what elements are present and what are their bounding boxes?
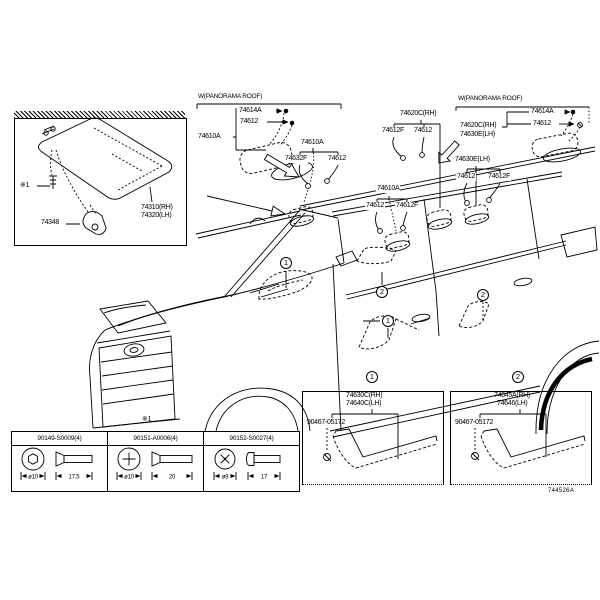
visor-detail-panel (14, 118, 187, 246)
detail-box2-part-rh: 74645A(RH) (494, 392, 530, 399)
grip-group3-parent: 74630E(LH) (454, 156, 491, 164)
grip-group2-parent: 74620C(RH) (399, 110, 438, 118)
detail-box2-number: 2 (512, 371, 524, 383)
detail-box2-part-lh: 74646(LH) (497, 400, 528, 407)
svg-text:17.5: 17.5 (68, 475, 80, 481)
callout-2-rear-armrest-near: 2 (477, 289, 489, 301)
callout-2-rear-armrest: 2 (376, 286, 388, 298)
callout-1-front-armrest: 1 (280, 257, 292, 269)
part-label-74614a-front: 74614A (239, 107, 262, 114)
panorama-front-title: W(PANORAMA ROOF) (198, 93, 263, 100)
detail-box1-number: 1 (366, 371, 378, 383)
fastener-table-marker: ※1 (142, 416, 152, 423)
figure-code: 744526A (548, 488, 575, 494)
fastener-part-header-1: 90149-S0009(4) (11, 431, 108, 446)
detail-box2-art (471, 409, 586, 469)
fastener-cell-1: ø10 17.5 (11, 445, 108, 492)
detail-box-1 (302, 391, 444, 485)
grip-group1-parent: 74610A (300, 139, 325, 147)
svg-text:ø10: ø10 (28, 475, 39, 481)
part-label-74620c-rh: 74620C(RH) (460, 122, 497, 129)
armrest-hidden-parts-art (258, 246, 490, 350)
hex-socket-screw-icon: ø10 17.5 (20, 447, 92, 481)
grip-group4-child-right: 74612F (395, 202, 419, 210)
visor-screw-marker: ※1 (20, 182, 30, 189)
part-label-74612-rear: 74612 (533, 120, 551, 127)
svg-text:ø10: ø10 (124, 475, 135, 481)
detail-box-2 (450, 391, 592, 485)
panorama-rear-title: W(PANORAMA ROOF) (458, 95, 523, 102)
detail-box1-part-rh: 74630C(RH) (346, 392, 383, 399)
detail-box2-clip: 90467-05172 (455, 419, 493, 426)
panorama-front-art (196, 103, 460, 217)
grip-group4-parent: 74610A (376, 185, 401, 193)
part-label-74614a-rear: 74614A (531, 108, 554, 115)
grip-group1-child-left: 74632F (284, 155, 308, 163)
cross-recess-screw-icon: ø9 17 (213, 448, 280, 481)
fastener-table: 90149-S0009(4) 90151-A0006(4) 90152-S002… (11, 431, 300, 492)
fastener-cell-2: ø10 20 (107, 445, 204, 492)
fastener-cell-3: ø9 17 (203, 445, 300, 492)
svg-text:ø9: ø9 (221, 475, 228, 481)
grip-group2-child-right: 74612 (413, 127, 433, 135)
grip-group1-child-right: 74612 (327, 155, 347, 163)
part-label-74348: 74348 (41, 219, 59, 226)
svg-text:17: 17 (260, 475, 267, 481)
grip-group2-child-left: 74612F (381, 127, 405, 135)
detail-box1-art (323, 409, 438, 469)
part-label-74612-front: 74612 (240, 118, 258, 125)
grip-group3-child-left: 74612 (456, 173, 476, 181)
detail-box1-part-lh: 74640C(LH) (346, 400, 382, 407)
assist-grips-art (288, 204, 490, 252)
grip-group4-child-left: 74612 (365, 202, 385, 210)
callout-1-front-armrest-near: 1 (382, 315, 394, 327)
panorama-rear-art (455, 106, 590, 163)
label-leader-lines (285, 120, 501, 338)
part-label-74320-lh: 74320(LH) (141, 212, 172, 219)
fastener-part-header-3: 90152-S0027(4) (203, 431, 300, 446)
grip-group3-child-right: 74612F (487, 173, 511, 181)
svg-text:20: 20 (168, 475, 175, 481)
fastener-part-header-2: 90151-A0006(4) (107, 431, 204, 446)
part-label-74310-rh: 74310(RH) (141, 204, 173, 211)
part-label-74610a-front: 74610A (198, 133, 221, 140)
detail-box1-clip: 90467-05172 (307, 419, 345, 426)
phillips-screw-icon: ø10 20 (116, 447, 192, 481)
part-label-74630e-lh: 74630E(LH) (460, 131, 495, 138)
